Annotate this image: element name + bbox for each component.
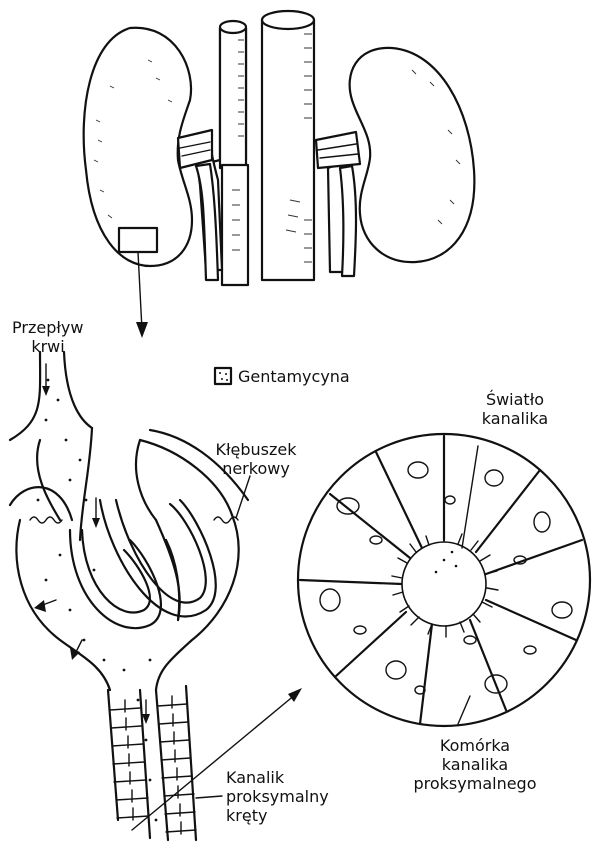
- kidneys-and-vessels: [84, 11, 475, 285]
- label-glomerulus-line2: nerkowy: [204, 459, 308, 478]
- label-tubule-cell-line1: Komórka: [410, 736, 540, 755]
- label-glomerulus: Kłębuszek nerkowy: [204, 440, 308, 478]
- legend-swatch: [215, 368, 231, 384]
- sample-box: [119, 228, 157, 252]
- label-blood-flow-line1: Przepływ: [12, 318, 83, 337]
- proximal-tubule-walls: [108, 686, 196, 840]
- label-lumen-line1: Światło: [460, 390, 570, 409]
- label-tubule-cell: Komórka kanalika proksymalnego: [410, 736, 540, 793]
- label-lumen: Światło kanalika: [460, 390, 570, 428]
- label-blood-flow: Przepływ krwi: [12, 318, 83, 356]
- label-proximal-tubule-line2: proksymalny: [226, 787, 329, 806]
- left-kidney: [84, 28, 218, 280]
- label-tubule-cell-line2: kanalika: [410, 755, 540, 774]
- label-tubule-cell-line3: proksymalnego: [410, 774, 540, 793]
- label-proximal-tubule: Kanalik proksymalny kręty: [226, 768, 329, 825]
- label-proximal-tubule-line3: kręty: [226, 806, 329, 825]
- label-lumen-line2: kanalika: [460, 409, 570, 428]
- legend-gentamicin-label: Gentamycyna: [238, 367, 350, 386]
- vena-cava: [262, 11, 314, 280]
- label-blood-flow-line2: krwi: [16, 337, 80, 356]
- label-proximal-tubule-line1: Kanalik: [226, 768, 329, 787]
- glomerulus-drawing: [10, 352, 250, 840]
- tubule-cross-section: [298, 434, 590, 726]
- label-glomerulus-line1: Kłębuszek: [204, 440, 308, 459]
- aorta: [212, 21, 246, 168]
